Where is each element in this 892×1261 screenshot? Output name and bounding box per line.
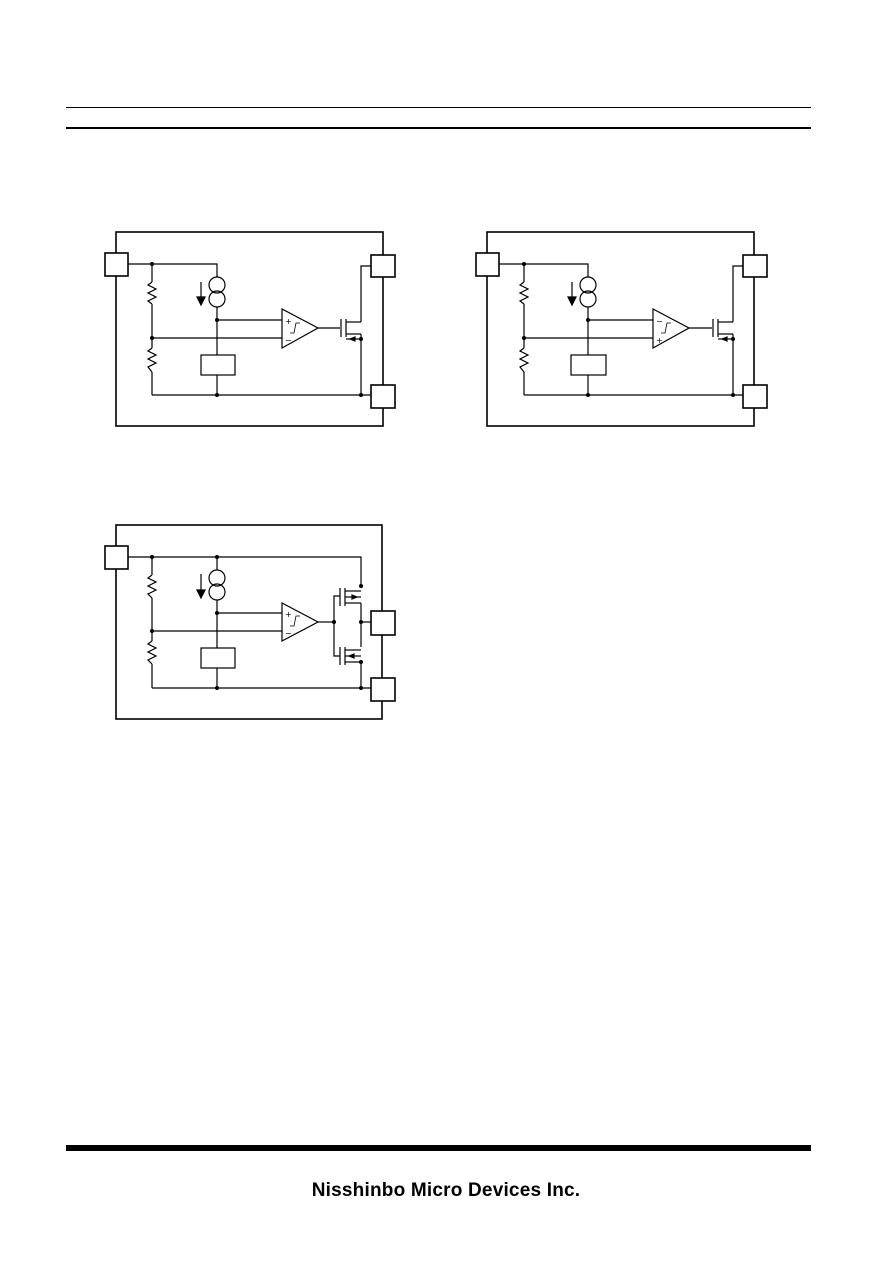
header-rule-thin bbox=[66, 107, 811, 108]
ic-outline bbox=[115, 524, 383, 720]
comparator bbox=[281, 308, 320, 350]
current-source bbox=[579, 276, 597, 294]
ic-outline bbox=[115, 231, 384, 427]
pin-gnd bbox=[370, 384, 396, 409]
svg-text:+: + bbox=[656, 336, 663, 345]
comparator bbox=[652, 308, 691, 350]
resistor-r1 bbox=[146, 281, 158, 305]
resistor-r2 bbox=[518, 347, 530, 373]
pin-vdd bbox=[104, 252, 129, 277]
company-name: Nisshinbo Micro Devices Inc. bbox=[311, 1180, 581, 1201]
pin-vdd bbox=[475, 252, 500, 277]
svg-text:−: − bbox=[285, 629, 292, 638]
svg-text:−: − bbox=[285, 336, 292, 345]
footer-rule bbox=[66, 1145, 811, 1151]
block-diagram-2: − + bbox=[475, 231, 768, 427]
block-diagram-3: + − bbox=[104, 524, 396, 720]
block-diagram-1: + − bbox=[104, 231, 396, 427]
pin-gnd bbox=[742, 384, 768, 409]
header-rule bbox=[66, 127, 811, 129]
ic-outline bbox=[486, 231, 755, 427]
current-source bbox=[208, 276, 226, 294]
current-source bbox=[208, 569, 226, 587]
svg-text:+: + bbox=[285, 610, 292, 619]
comparator bbox=[281, 602, 320, 642]
pin-out bbox=[742, 254, 768, 278]
svg-text:+: + bbox=[285, 317, 292, 326]
pin-gnd bbox=[370, 677, 396, 702]
resistor-r1 bbox=[146, 574, 158, 599]
vref-block bbox=[200, 354, 236, 376]
vref-block bbox=[570, 354, 607, 376]
pin-vdd bbox=[104, 545, 129, 570]
pin-out bbox=[370, 254, 396, 278]
resistor-r2 bbox=[146, 640, 158, 665]
pin-out bbox=[370, 610, 396, 636]
resistor-r2 bbox=[146, 347, 158, 373]
vref-block bbox=[200, 647, 236, 669]
svg-text:−: − bbox=[656, 317, 663, 326]
resistor-r1 bbox=[518, 281, 530, 305]
